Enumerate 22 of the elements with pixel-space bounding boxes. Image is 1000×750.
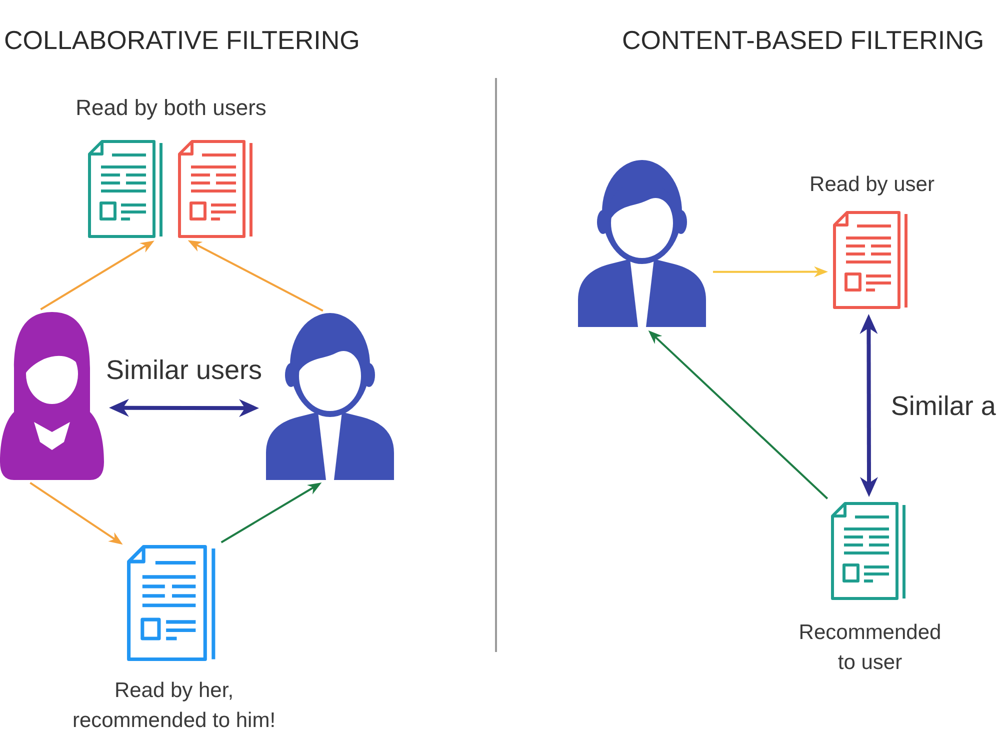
arrow <box>40 240 154 310</box>
document-icon <box>833 211 909 309</box>
arrow <box>188 240 324 312</box>
node-label: Recommended to user <box>798 620 942 676</box>
arrow <box>648 330 828 500</box>
arrow <box>30 482 123 545</box>
panel-heading: COLLABORATIVE FILTERING <box>4 25 360 56</box>
document-icon <box>88 140 164 238</box>
node-label: Read by her, recommended to him! <box>71 678 277 734</box>
panel-heading: CONTENT-BASED FILTERING <box>622 25 984 56</box>
double-headed-arrow <box>109 398 259 418</box>
document-icon <box>127 545 217 661</box>
man-icon <box>576 160 708 327</box>
arrow <box>220 482 322 544</box>
document-icon <box>831 502 907 600</box>
node-label: Read by user <box>810 172 934 198</box>
man-icon <box>264 313 396 480</box>
woman-icon <box>0 312 104 480</box>
document-icon <box>178 140 254 238</box>
caption: Read by both users <box>76 95 266 122</box>
arrow <box>713 266 828 278</box>
double-headed-arrow <box>860 314 878 497</box>
